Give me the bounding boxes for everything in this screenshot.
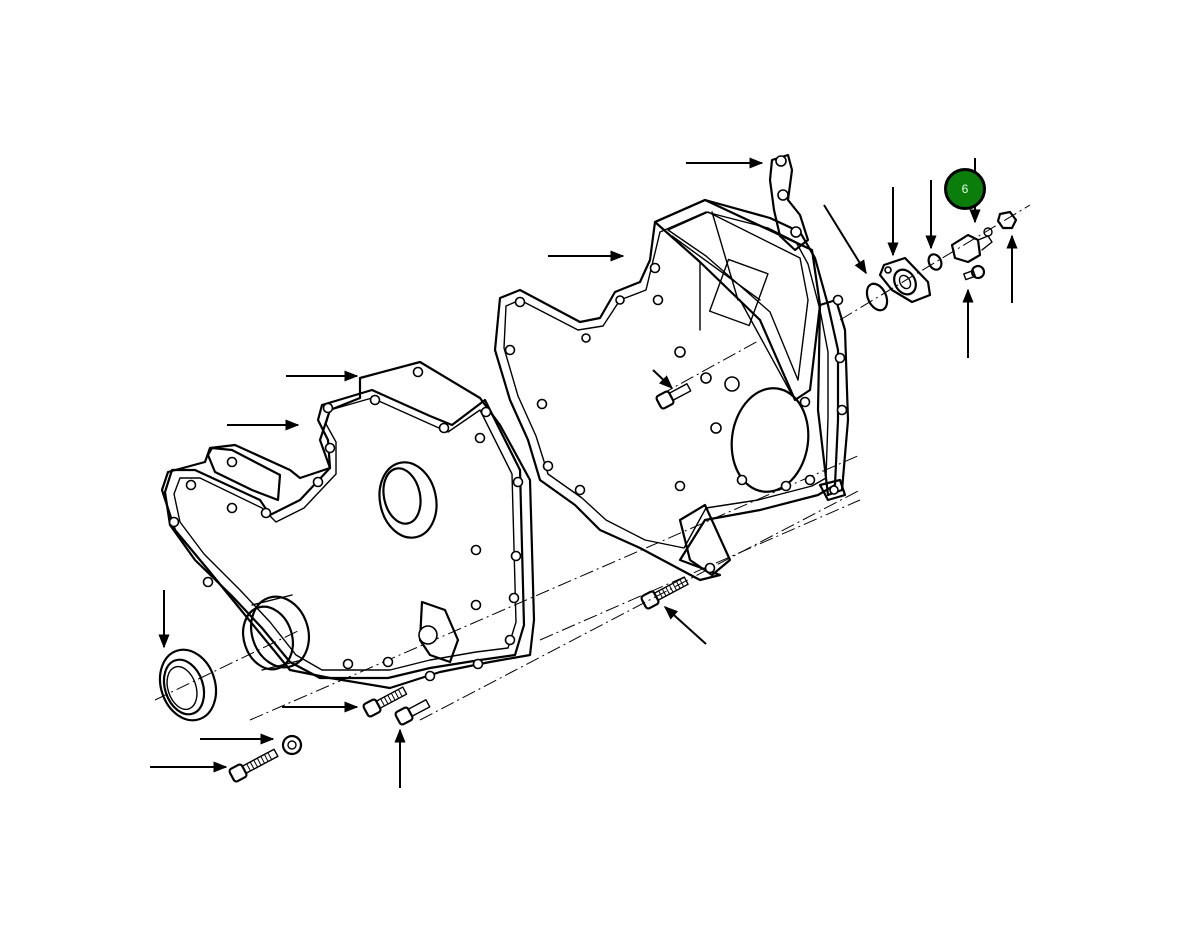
leader-arrow [652, 369, 674, 389]
leader-arrow [663, 606, 707, 645]
callout-label: 6 [961, 182, 969, 196]
hardware [228, 210, 1018, 783]
leader-arrows [150, 157, 1018, 788]
leader-arrow [823, 204, 867, 275]
gear-housing [493, 153, 850, 582]
tachometer-drive [950, 227, 993, 264]
wear-sleeve [242, 594, 310, 671]
crankshaft-seal [158, 648, 218, 722]
access-flange [878, 256, 932, 304]
front-cover [160, 360, 536, 690]
callout-badge-6[interactable]: 6 [944, 168, 986, 210]
centerlines [154, 204, 1031, 721]
